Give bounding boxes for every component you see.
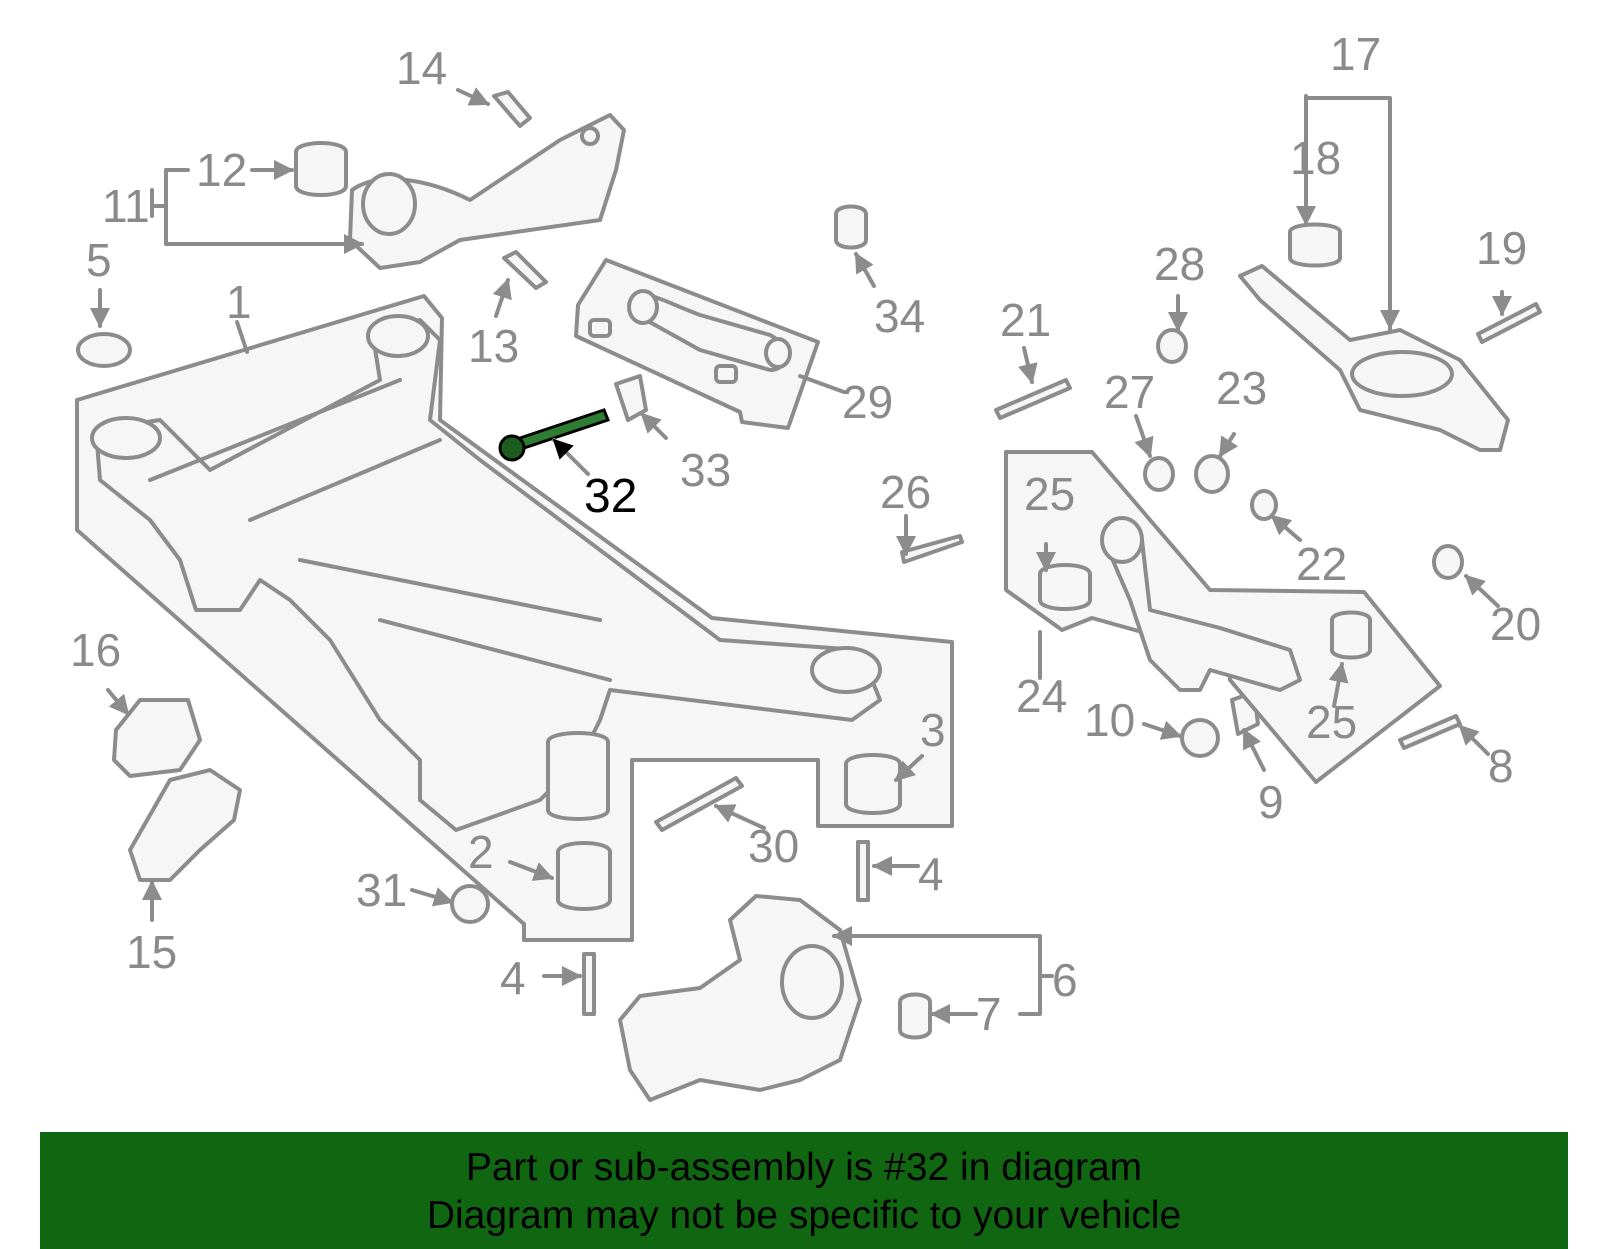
cover-16	[112, 698, 202, 778]
bushing-18	[1288, 222, 1342, 268]
highlighted-bolt-32[interactable]	[498, 408, 610, 462]
washer-5	[76, 332, 132, 368]
bolt-19	[1476, 302, 1542, 344]
label-4-lower: 4	[500, 952, 526, 1004]
banner-line-1: Part or sub-assembly is #32 in diagram	[465, 1146, 1143, 1189]
label-29: 29	[842, 376, 893, 428]
label-17: 17	[1330, 28, 1381, 80]
bolt-14	[492, 90, 532, 128]
control-arm-17	[1238, 222, 1510, 452]
bolt-8	[1398, 714, 1462, 750]
label-1: 1	[226, 276, 252, 328]
label-4-upper: 4	[918, 848, 944, 900]
control-arm-group-24	[1004, 450, 1442, 784]
label-14: 14	[396, 42, 447, 94]
label-33: 33	[680, 444, 731, 496]
label-6: 6	[1052, 954, 1078, 1006]
nut-10	[1180, 718, 1220, 758]
oring-27	[1143, 456, 1175, 492]
bracket-15	[128, 768, 242, 882]
label-23: 23	[1216, 362, 1267, 414]
label-2: 2	[468, 826, 494, 878]
label-22: 22	[1296, 538, 1347, 590]
label-13: 13	[468, 320, 519, 372]
label-11: 11	[102, 180, 150, 232]
label-32-highlighted: 32	[584, 470, 637, 523]
subframe-group	[75, 294, 954, 942]
label-21: 21	[1000, 294, 1051, 346]
bracket-33	[614, 374, 648, 422]
label-20: 20	[1490, 598, 1541, 650]
bolt-26	[900, 534, 964, 564]
label-5: 5	[86, 234, 112, 286]
washer-22	[1250, 489, 1278, 521]
control-arm-group-29	[574, 258, 820, 430]
label-27: 27	[1104, 366, 1155, 418]
bushing-7	[898, 992, 932, 1040]
label-30: 30	[748, 820, 799, 872]
label-16: 16	[70, 624, 121, 676]
banner-line-2: Diagram may not be specific to your vehi…	[426, 1194, 1182, 1237]
leader-lines	[90, 87, 1512, 1024]
label-26: 26	[880, 466, 931, 518]
bolt-30	[654, 776, 744, 832]
label-34: 34	[874, 290, 925, 342]
bolt-13	[502, 250, 548, 290]
label-15: 15	[126, 926, 177, 978]
callout-labels: 1 2 3 4 4 5 6 7 8 9 10 11 12 13 14 15 16…	[70, 28, 1541, 1040]
label-24: 24	[1016, 670, 1067, 722]
bolt-4-lower	[582, 952, 596, 1016]
label-8: 8	[1488, 740, 1514, 792]
bushing-3	[844, 753, 902, 815]
info-banner: Part or sub-assembly is #32 in diagram D…	[40, 1132, 1568, 1249]
nut-31	[450, 884, 490, 924]
nut-28	[1156, 328, 1188, 364]
label-28: 28	[1154, 238, 1205, 290]
label-10: 10	[1084, 694, 1135, 746]
label-12: 12	[196, 144, 247, 196]
hardware-items	[76, 90, 1542, 1016]
bushing-25-right	[1330, 610, 1372, 660]
bushing-25-left	[1038, 563, 1092, 611]
label-25-left: 25	[1024, 468, 1075, 520]
nut-23	[1194, 454, 1230, 494]
mount-15-16	[112, 698, 242, 882]
knuckle-6	[618, 894, 932, 1102]
label-31: 31	[356, 864, 407, 916]
trailing-arm-11	[294, 113, 626, 270]
nut-20	[1432, 544, 1464, 580]
label-25-right: 25	[1306, 696, 1357, 748]
label-7: 7	[976, 988, 1002, 1040]
label-9: 9	[1258, 776, 1284, 828]
label-19: 19	[1476, 222, 1527, 274]
bushing-2	[556, 841, 612, 911]
bolt-4-upper	[856, 840, 870, 902]
bushing-34	[834, 204, 868, 250]
bolt-21	[994, 378, 1072, 420]
label-18: 18	[1290, 132, 1341, 184]
label-3: 3	[920, 704, 946, 756]
